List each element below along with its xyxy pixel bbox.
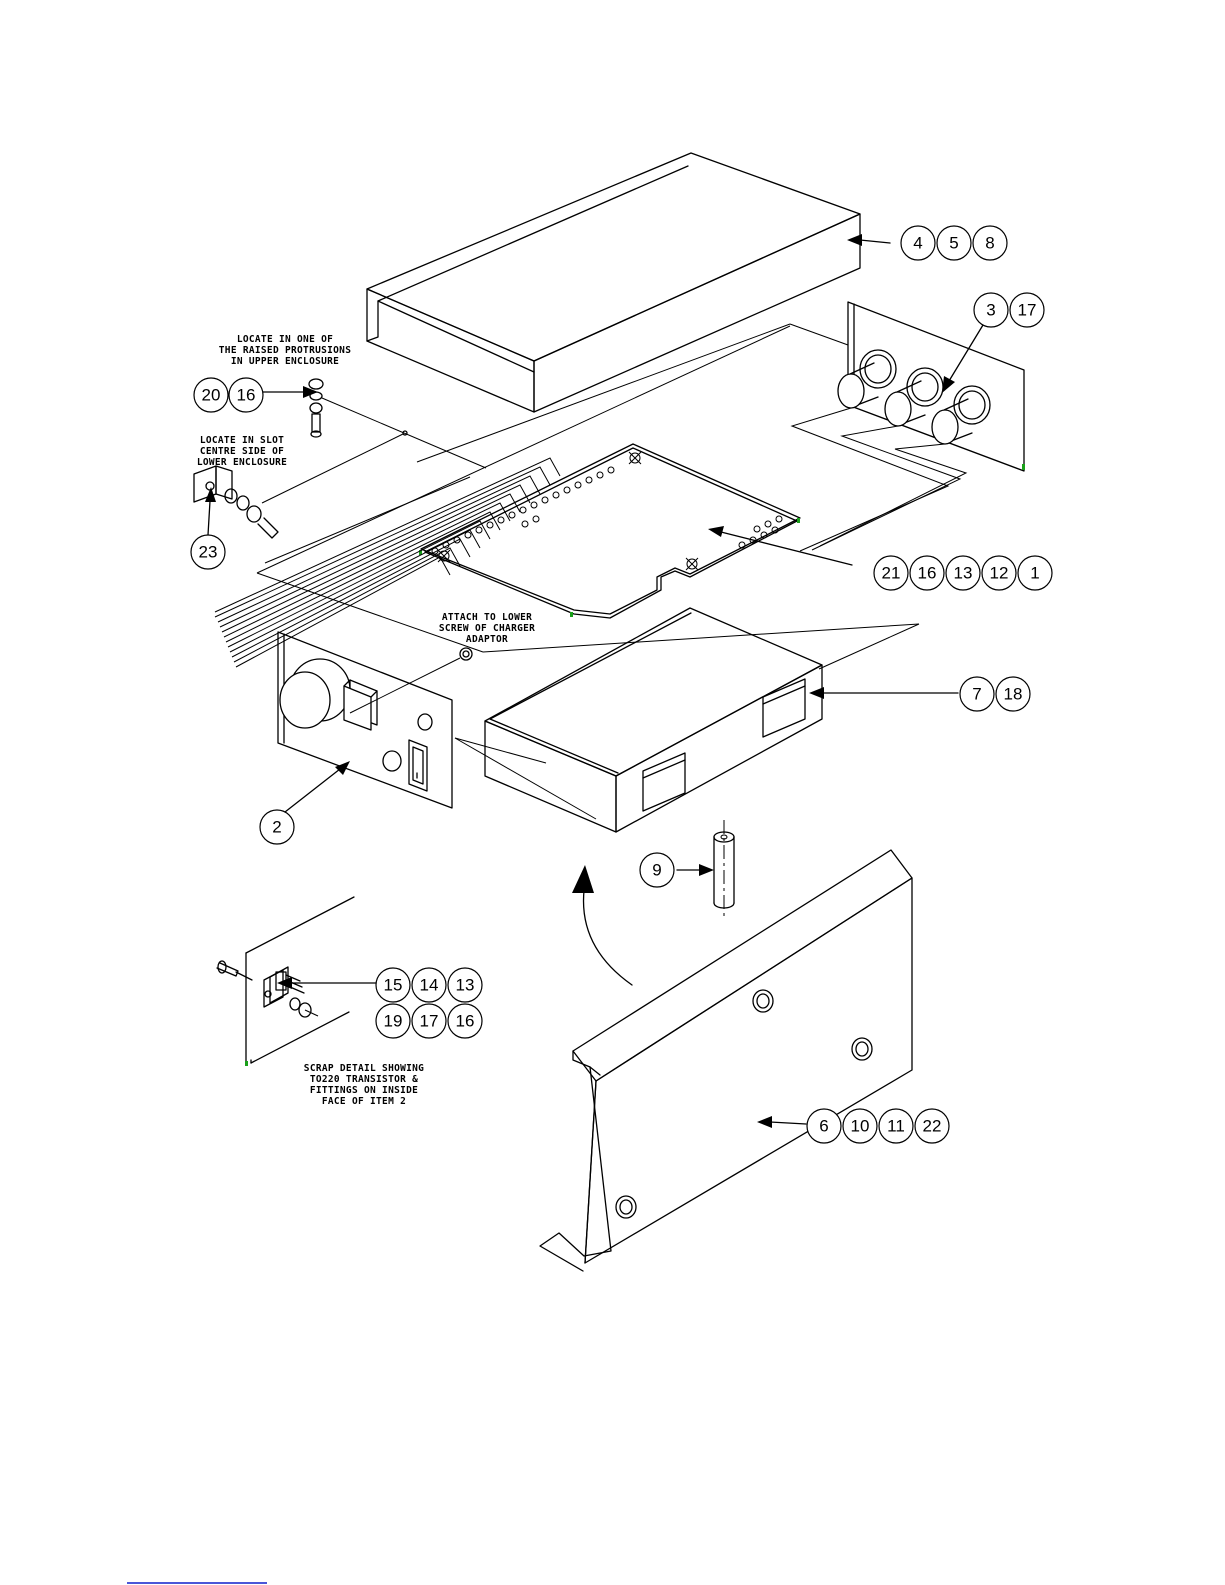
balloon-number: 7 — [972, 685, 981, 704]
balloon-number: 14 — [420, 976, 439, 995]
balloon-group-transistor: 15 14 13 19 17 16 — [376, 968, 482, 1038]
upper-screw-hardware — [309, 379, 486, 468]
balloon-number: 11 — [887, 1117, 905, 1136]
note-line: IN UPPER ENCLOSURE — [231, 356, 339, 367]
note-line: FACE OF ITEM 2 — [322, 1096, 406, 1107]
base-mounting-holes — [616, 990, 872, 1218]
upper-enclosure-cover — [367, 153, 860, 412]
balloon-number: 9 — [652, 861, 661, 880]
footer-divider — [127, 1582, 267, 1584]
note-line: THE RAISED PROTRUSIONS — [219, 345, 351, 356]
rocker-switch — [409, 740, 427, 791]
balloon-number: 21 — [882, 564, 901, 583]
balloon-group-upper-screw: 20 16 — [194, 378, 263, 412]
balloon-group-cover: 4 5 8 — [901, 226, 1007, 260]
note-line: CENTRE SIDE OF — [200, 446, 284, 457]
balloon-number: 18 — [1004, 685, 1023, 704]
balloon-group-charger: 7 18 — [960, 677, 1030, 711]
balloon-number: 13 — [954, 564, 973, 583]
balloon-number: 10 — [851, 1117, 870, 1136]
balloon-number: 1 — [1030, 564, 1039, 583]
note-line: LOCATE IN SLOT — [200, 435, 284, 446]
balloon-group-base: 6 10 11 22 — [807, 1109, 949, 1143]
pcb-mounting-holes — [438, 452, 698, 570]
balloon-number: 17 — [1018, 301, 1037, 320]
note-line: SCRAP DETAIL SHOWING — [304, 1063, 424, 1074]
front-panel — [278, 632, 452, 808]
lower-enclosure-base — [540, 850, 912, 1271]
balloon-group-front-panel: 2 — [260, 810, 294, 844]
balloon-number: 12 — [990, 564, 1009, 583]
balloon-number: 17 — [420, 1012, 439, 1031]
assembly-direction-arrow — [572, 865, 632, 985]
note-upper-enclosure: LOCATE IN ONE OF THE RAISED PROTRUSIONS … — [219, 334, 351, 367]
balloon-number: 15 — [384, 976, 403, 995]
balloon-group-spacer: 9 — [640, 853, 674, 887]
note-line: TO220 TRANSISTOR & — [310, 1074, 418, 1085]
balloon-number: 13 — [456, 976, 475, 995]
bnc-connector-3 — [932, 386, 990, 444]
balloon-number: 20 — [202, 386, 221, 405]
balloon-number: 5 — [949, 234, 958, 253]
note-line: FITTINGS ON INSIDE — [310, 1085, 418, 1096]
balloon-number: 22 — [923, 1117, 942, 1136]
balloon-number: 16 — [237, 386, 256, 405]
note-line: ATTACH TO LOWER — [442, 612, 532, 623]
balloon-number: 16 — [456, 1012, 475, 1031]
balloon-number: 23 — [199, 543, 218, 562]
balloon-group-rear-panel: 3 17 — [974, 293, 1044, 327]
balloon-number: 2 — [272, 818, 281, 837]
front-panel-socket — [344, 680, 377, 730]
balloon-group-pcb: 21 16 13 12 1 — [874, 556, 1052, 590]
circuit-board — [419, 444, 800, 618]
charger-adaptor — [485, 608, 822, 832]
balloon-number: 19 — [384, 1012, 403, 1031]
note-line: SCREW OF CHARGER — [439, 623, 535, 634]
balloon-number: 8 — [985, 234, 994, 253]
spacer — [714, 820, 734, 920]
balloon-number: 3 — [986, 301, 995, 320]
note-line: ADAPTOR — [466, 634, 508, 645]
note-line: LOWER ENCLOSURE — [197, 457, 287, 468]
note-line: LOCATE IN ONE OF — [237, 334, 333, 345]
note-scrap-detail: SCRAP DETAIL SHOWING TO220 TRANSISTOR & … — [304, 1063, 424, 1107]
balloon-number: 6 — [819, 1117, 828, 1136]
balloon-group-nut: 23 — [191, 535, 225, 569]
note-charger-adaptor: ATTACH TO LOWER SCREW OF CHARGER ADAPTOR — [439, 612, 535, 645]
note-lower-enclosure: LOCATE IN SLOT CENTRE SIDE OF LOWER ENCL… — [197, 435, 287, 468]
balloon-number: 16 — [918, 564, 937, 583]
balloon-number: 4 — [913, 234, 922, 253]
front-panel-knob — [280, 659, 350, 728]
